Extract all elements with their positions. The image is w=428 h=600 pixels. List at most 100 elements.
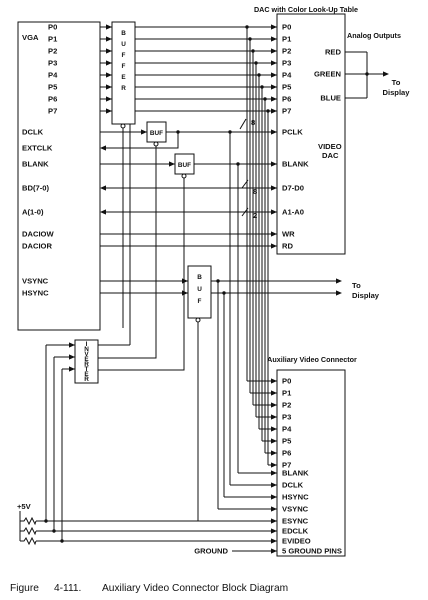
vga-control-label-3: BD(7-0) bbox=[22, 184, 49, 193]
blank-junction bbox=[236, 162, 240, 166]
dac-dac-label: DAC bbox=[322, 151, 339, 160]
aux-pixel-arrow-1 bbox=[271, 390, 277, 396]
inverter-label-letter: V bbox=[84, 351, 89, 358]
aux-esync-arrow bbox=[271, 518, 277, 524]
data-arrow-dac bbox=[271, 185, 277, 191]
buf-sync-label-letter: B bbox=[197, 274, 202, 281]
sync-to-display-label: To bbox=[352, 281, 361, 290]
addr-arrow-vga bbox=[100, 209, 106, 215]
dclk-arrow-buf bbox=[141, 129, 147, 135]
inverter-label-letter: R bbox=[84, 361, 89, 368]
aux-pin-label-10: HSYNC bbox=[282, 493, 309, 502]
buffer-label-letter: U bbox=[121, 41, 126, 48]
pixel-arrow-dac-2 bbox=[271, 48, 277, 54]
vga-pixel-label-2: P2 bbox=[48, 47, 57, 56]
buf-blank-label: BUF bbox=[178, 162, 191, 169]
aux-pin-label-1: P1 bbox=[282, 389, 292, 398]
extclk-arrow bbox=[100, 145, 106, 151]
sync-to-display-label: Display bbox=[352, 291, 380, 300]
dac-addr-label: A1-A0 bbox=[282, 208, 304, 217]
pixel-arrow-buffer-5 bbox=[106, 84, 112, 90]
pixel-tap-dot-5 bbox=[260, 85, 264, 89]
aux-vsync-arrow bbox=[271, 506, 277, 512]
inverter-label-letter: R bbox=[84, 376, 89, 383]
bus-slash-data bbox=[241, 179, 249, 189]
pixel-tap-dot-1 bbox=[248, 37, 252, 41]
inverter-label-letter: I bbox=[86, 341, 88, 348]
aux-pin-label-15: 5 GROUND PINS bbox=[282, 547, 342, 556]
dclk-junction bbox=[176, 130, 180, 134]
wr-arrow bbox=[271, 231, 277, 237]
aux-pin-label-11: VSYNC bbox=[282, 505, 309, 514]
buf-sync-label-letter: F bbox=[198, 298, 202, 305]
aux-pixel-arrow-6 bbox=[271, 450, 277, 456]
extclk-wire bbox=[106, 132, 179, 149]
pixel-arrow-dac-1 bbox=[271, 36, 277, 42]
buffer-label-letter: R bbox=[121, 85, 126, 92]
inv-arrow-1 bbox=[69, 342, 75, 348]
ground-arrow bbox=[271, 548, 277, 554]
dac-pin-label-6: P6 bbox=[282, 95, 291, 104]
pixel-tap-dot-0 bbox=[245, 25, 249, 29]
blank-arrow-dac bbox=[271, 161, 277, 167]
vsync-to-display-arrow bbox=[336, 278, 342, 284]
aux-pixel-arrow-2 bbox=[271, 402, 277, 408]
analog-outputs-label: Analog Outputs bbox=[347, 31, 401, 40]
dac-pin-label-7: P7 bbox=[282, 107, 291, 116]
pixel-arrow-buffer-3 bbox=[106, 60, 112, 66]
dac-output-label-2: BLUE bbox=[320, 94, 341, 103]
blank-arrow-buf bbox=[169, 161, 175, 167]
aux-pixel-arrow-4 bbox=[271, 426, 277, 432]
ground-label: GROUND bbox=[194, 547, 228, 556]
aux-pin-label-13: EDCLK bbox=[282, 527, 309, 536]
dac-rd-label: RD bbox=[282, 242, 293, 251]
dac-pin-label-0: P0 bbox=[282, 23, 291, 32]
figure-id: 4-111. bbox=[54, 583, 81, 594]
pixel-arrow-buffer-6 bbox=[106, 96, 112, 102]
bus-slash-pixel bbox=[239, 118, 247, 130]
hsync-junction bbox=[222, 291, 226, 295]
junction-evideo bbox=[60, 539, 64, 543]
vga-control-label-2: BLANK bbox=[22, 160, 49, 169]
pixel-tap-dot-4 bbox=[257, 73, 261, 77]
dac-wr-label: WR bbox=[282, 230, 295, 239]
pixel-arrow-buffer-0 bbox=[106, 24, 112, 30]
addr-arrow-dac bbox=[271, 209, 277, 215]
figure-number: Figure bbox=[10, 583, 39, 594]
dac-data-label: D7-D0 bbox=[282, 184, 304, 193]
pixel-arrow-buffer-4 bbox=[106, 72, 112, 78]
dac-blank-label: BLANK bbox=[282, 160, 309, 169]
pclk-arrow bbox=[271, 129, 277, 135]
aux-evideo-arrow bbox=[271, 538, 277, 544]
hsync-to-display-arrow bbox=[336, 290, 342, 296]
pixel-arrow-buffer-7 bbox=[106, 108, 112, 114]
vsync-junction bbox=[216, 279, 220, 283]
pixel-arrow-dac-7 bbox=[271, 108, 277, 114]
aux-pin-label-0: P0 bbox=[282, 377, 291, 386]
pixel-arrow-dac-4 bbox=[271, 72, 277, 78]
vga-pixel-label-6: P6 bbox=[48, 95, 57, 104]
buf-sync-enable-bubble bbox=[195, 317, 201, 323]
inverter-label-letter: E bbox=[84, 356, 89, 363]
buf-sync-label: BUF bbox=[197, 274, 202, 305]
buf-dclk-enable-wire bbox=[98, 146, 157, 359]
pixel-tap-dot-6 bbox=[263, 97, 267, 101]
dac-title: DAC with Color Look-Up Table bbox=[254, 5, 358, 14]
vga-box bbox=[17, 21, 101, 331]
dclk-aux-junction bbox=[228, 130, 232, 134]
vga-pixel-label-4: P4 bbox=[48, 71, 58, 80]
vga-pixel-label-5: P5 bbox=[48, 83, 58, 92]
aux-pin-label-3: P3 bbox=[282, 413, 291, 422]
aux-pixel-arrow-0 bbox=[271, 378, 277, 384]
inverter-box bbox=[74, 339, 99, 384]
dac-pin-label-3: P3 bbox=[282, 59, 291, 68]
vga-pixel-label-7: P7 bbox=[48, 107, 57, 116]
inv-arrow-3 bbox=[69, 366, 75, 372]
buffer-label-letter: F bbox=[122, 63, 126, 70]
bus-width-addr: 2 bbox=[253, 211, 257, 220]
vga-pixel-label-0: P0 bbox=[48, 23, 57, 32]
figure-caption: Auxiliary Video Connector Block Diagram bbox=[102, 583, 288, 594]
